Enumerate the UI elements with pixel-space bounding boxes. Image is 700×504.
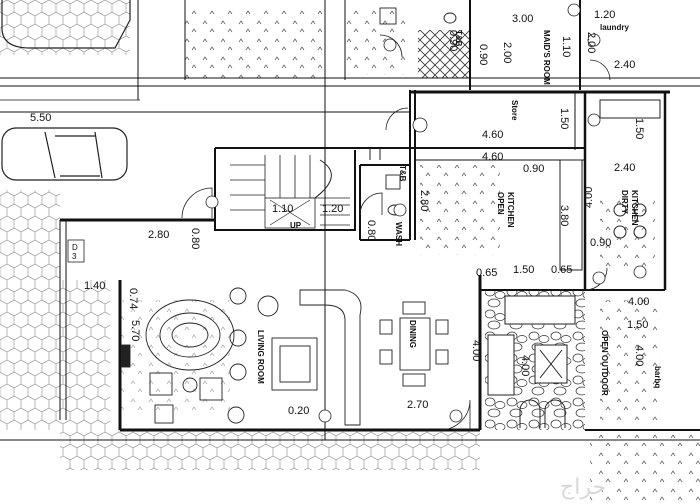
- room-label-open-kitchen: OPEN: [496, 192, 505, 215]
- svg-text:D: D: [72, 243, 78, 252]
- dim-label: 2.00: [501, 42, 513, 63]
- dim-label: 4.00: [470, 340, 482, 361]
- dim-label: 1.10: [272, 203, 293, 215]
- walls: [0, 0, 700, 441]
- staircase: [230, 155, 350, 229]
- room-label-open-kitchen: KITCHEN: [506, 192, 515, 228]
- room-label-dirty-kitchen: KITCHEN: [630, 190, 639, 226]
- doors: [181, 34, 611, 431]
- room-label-dirty-kitchen: DIRTY: [620, 190, 629, 215]
- dim-label: 4.60: [482, 151, 503, 163]
- dim-label: 0.90: [477, 44, 489, 65]
- room-label-dining: DINING: [408, 320, 417, 348]
- dim-label: 4.00: [628, 296, 649, 308]
- room-label-barbq: barbq: [653, 366, 662, 388]
- dim-label: 2.80: [418, 190, 430, 211]
- dim-label: 1.20: [322, 203, 343, 215]
- dim-label: 1.50: [627, 319, 648, 331]
- room-label-maids: MAID'S ROOM: [542, 30, 551, 85]
- watermark-logo: حراج: [560, 475, 606, 500]
- dim-label: 4.00: [519, 355, 531, 376]
- dim-label: 0.20: [288, 405, 309, 417]
- dim-label: 1.50: [558, 108, 570, 129]
- dim-label: 1.50: [633, 118, 645, 139]
- dim-label: 1.40: [84, 280, 105, 292]
- dim-label: 2.70: [407, 399, 428, 411]
- stair-up-label: UP: [290, 221, 302, 230]
- living-room-furniture: [121, 287, 362, 426]
- dim-label: 0.90: [590, 237, 611, 249]
- svg-text:3: 3: [72, 252, 77, 261]
- dining-furniture: [379, 301, 449, 387]
- dim-label: 4.00: [633, 345, 645, 366]
- room-label-living: LIVING ROOM: [256, 330, 265, 384]
- dim-label: 2.40: [614, 162, 635, 174]
- dim-label: 4.60: [482, 129, 503, 141]
- door-tag-d3: D 3: [67, 239, 85, 263]
- dim-label: 0.90: [447, 30, 459, 51]
- dim-label: 0.80: [189, 228, 201, 249]
- room-label-tb: T&B: [398, 165, 407, 182]
- dim-label: 3.80: [558, 205, 570, 226]
- room-labels: MAID'S ROOM laundry Store OPEN KITCHEN D…: [256, 23, 662, 396]
- dim-label: 5.50: [30, 112, 51, 124]
- dim-label: 3.00: [512, 13, 533, 25]
- room-label-wash: WASH: [394, 222, 403, 246]
- dim-label: 2.00: [585, 32, 597, 53]
- dimension-labels: 3.00 1.20 1.10 2.00 0.90 2.00 2.40 0.90 …: [30, 9, 649, 417]
- door-tags: [205, 3, 647, 423]
- dim-label: 0.65: [551, 264, 572, 276]
- dim-label: 0.74: [127, 288, 139, 309]
- dim-label: 2.80: [148, 229, 169, 241]
- dim-label: 0.90: [523, 163, 544, 175]
- dim-label: 1.20: [594, 9, 615, 21]
- dim-label: 5.70: [129, 320, 141, 341]
- car-icon: [1, 0, 131, 181]
- room-label-courtyard: OPEN OUTDOOR: [600, 330, 609, 396]
- dim-label: 0.65: [476, 267, 497, 279]
- dim-label: 0.80: [365, 220, 377, 241]
- dim-label: 4.00: [583, 187, 595, 208]
- dim-label: 1.50: [513, 264, 534, 276]
- room-label-tb: T&B: [454, 30, 463, 47]
- dim-label: 2.40: [614, 59, 635, 71]
- dim-label: 1.10: [560, 36, 572, 57]
- room-label-laundry: laundry: [600, 23, 629, 32]
- courtyard-furniture: [487, 295, 576, 428]
- garden-areas: [120, 10, 660, 420]
- tb-tiles: [418, 30, 470, 78]
- room-label-store: Store: [510, 100, 519, 121]
- kitchen-counters: [369, 99, 661, 271]
